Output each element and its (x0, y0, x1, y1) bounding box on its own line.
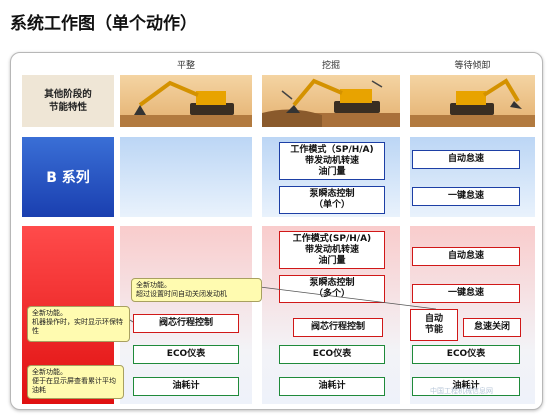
c-work-mode-box: 工作模式(SP/H/A) 带发动机转速 油门量 (279, 231, 385, 269)
c-valve-control-box-leveling: 阀芯行程控制 (133, 314, 239, 333)
b-one-key-idle-box: 一键怠速 (412, 187, 520, 206)
c-idle-shutdown-box: 怠速关闭 (463, 318, 521, 337)
note2-line2: 机器操作时，实时显示环保特 (32, 318, 123, 326)
c-one-key-idle-box: 一键怠速 (412, 284, 520, 303)
b-work-mode-box: 工作模式（SP/H/A) 带发动机转速 油门量 (279, 142, 385, 180)
watermark-text: 中国工程机械信息网 (430, 387, 493, 395)
c-pump-line1: 泵瞬态控制 (309, 278, 355, 288)
eco-callout-line (129, 319, 134, 323)
note1-line1: 全新功能。 (136, 281, 171, 289)
b-series-label: B 系列 (22, 137, 114, 217)
c-work-mode-line2: 带发动机转速 (304, 244, 359, 255)
c-work-mode-line3: 油门量 (318, 255, 346, 266)
idle-shutdown-note: 全新功能。 超过设置时间自动关闭发动机 (131, 278, 262, 302)
c-auto-energy-saving-box: 自动 节能 (410, 309, 458, 341)
b-pump-control-box: 泵瞬态控制 （单个） (279, 186, 385, 214)
c-auto-save-line1: 自动 (424, 314, 443, 324)
note3-line3: 油耗 (32, 386, 46, 394)
c-valve-control-box-digging: 阀芯行程控制 (293, 318, 383, 337)
other-stage-energy-label: 其他阶段的 节能特性 (22, 75, 114, 127)
b-series-leveling-cell (120, 137, 252, 217)
phase-header-waiting-dump: 等待倾卸 (454, 61, 491, 71)
page-title: 系统工作图（单个动作） (10, 14, 197, 34)
fuel-meter-note: 全新功能。 便于在显示屏查看累计平均 油耗 (27, 365, 124, 399)
note2-line1: 全新功能。 (32, 309, 67, 317)
note1-line2: 超过设置时间自动关闭发动机 (136, 290, 227, 298)
note3-line1: 全新功能。 (32, 368, 67, 376)
idle-shutdown-callout-line (259, 286, 437, 310)
c-fuel-meter-box-leveling: 油耗计 (133, 377, 239, 396)
b-pump-line1: 泵瞬态控制 (309, 189, 355, 199)
c-auto-save-line2: 节能 (424, 325, 443, 335)
other-stage-label-line1: 其他阶段的 (44, 89, 92, 100)
c-pump-control-box: 泵瞬态控制 （多个） (279, 275, 385, 303)
note2-line3: 性 (32, 327, 39, 335)
c-auto-idle-box: 自动怠速 (412, 247, 520, 266)
excavator-leveling-image (120, 75, 252, 127)
excavator-waiting-image (410, 75, 535, 127)
eco-meter-note: 全新功能。 机器操作时，实时显示环保特 性 (27, 306, 130, 342)
c-eco-meter-box-waiting: ECO仪表 (412, 345, 520, 364)
note3-line2: 便于在显示屏查看累计平均 (32, 377, 116, 385)
c-work-mode-line1: 工作模式(SP/H/A) (292, 233, 372, 244)
excavator-digging-image (262, 75, 400, 127)
b-auto-idle-box: 自动怠速 (412, 150, 520, 169)
b-pump-line2: （单个） (313, 200, 350, 210)
b-work-mode-line2: 带发动机转速 (304, 155, 359, 166)
c-eco-meter-box-digging: ECO仪表 (279, 345, 385, 364)
b-work-mode-line1: 工作模式（SP/H/A) (290, 144, 374, 155)
phase-header-digging: 挖掘 (321, 61, 340, 71)
c-eco-meter-box-leveling: ECO仪表 (133, 345, 239, 364)
c-pump-line2: （多个） (313, 289, 350, 299)
other-stage-label-line2: 节能特性 (48, 102, 87, 113)
phase-header-leveling: 平整 (176, 61, 195, 71)
c-fuel-meter-box-waiting: 油耗计 (412, 377, 520, 396)
c-fuel-meter-box-digging: 油耗计 (279, 377, 385, 396)
b-work-mode-line3: 油门量 (318, 166, 346, 177)
